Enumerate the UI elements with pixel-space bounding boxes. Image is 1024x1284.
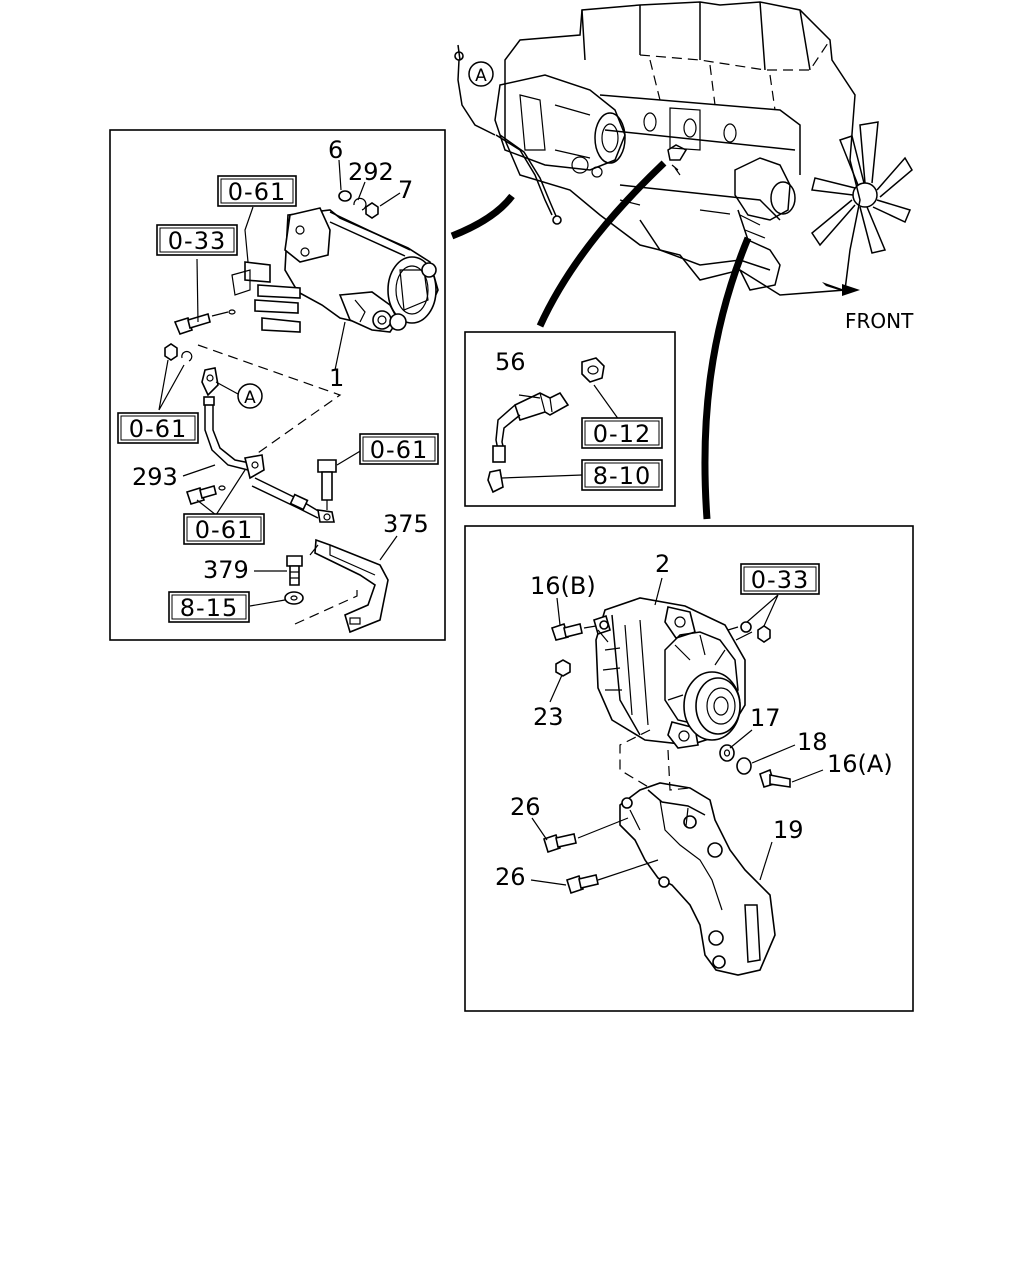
- callout-26-upper: 26: [510, 793, 541, 821]
- callout-7: 7: [398, 176, 413, 204]
- engine-overview: A FRONT: [454, 1, 914, 333]
- alternator-detail-panel: [464, 525, 914, 1012]
- ref-box-starter-061-bottom: 0-61: [183, 513, 265, 545]
- callout-16b: 16(B): [530, 572, 596, 600]
- svg-text:8-15: 8-15: [180, 594, 238, 622]
- svg-text:0-61: 0-61: [370, 436, 428, 464]
- view-marker-a: A: [475, 66, 487, 86]
- svg-text:8-10: 8-10: [593, 462, 651, 490]
- ref-box-starter-061-left: 0-61: [117, 412, 199, 444]
- callout-6: 6: [328, 136, 343, 164]
- svg-text:0-61: 0-61: [228, 178, 286, 206]
- front-label: FRONT: [845, 309, 914, 333]
- starter-detail: A 6 292 7 1 293 375 379 0-61: [117, 136, 439, 634]
- front-arrow-icon: [822, 282, 860, 296]
- svg-text:0-33: 0-33: [751, 566, 809, 594]
- callout-56: 56: [495, 348, 526, 376]
- cooling-fan-icon: [811, 121, 913, 254]
- callout-379: 379: [203, 556, 249, 584]
- callout-292: 292: [348, 158, 394, 186]
- svg-text:0-61: 0-61: [195, 516, 253, 544]
- callout-19: 19: [773, 816, 804, 844]
- leader-arc-alternator: [701, 236, 752, 520]
- callout-375: 375: [383, 510, 429, 538]
- svg-text:0-12: 0-12: [593, 420, 651, 448]
- ref-box-starter-061-top: 0-61: [217, 175, 297, 207]
- ref-box-sensor-810: 8-10: [581, 459, 663, 491]
- callout-23: 23: [533, 703, 564, 731]
- ref-box-sensor-012: 0-12: [581, 417, 663, 449]
- callout-17: 17: [750, 704, 781, 732]
- ref-box-alt-033: 0-33: [740, 563, 820, 595]
- svg-text:0-33: 0-33: [168, 227, 226, 255]
- view-marker-a-starter: A: [244, 388, 256, 408]
- callout-293: 293: [132, 463, 178, 491]
- callout-26-lower: 26: [495, 863, 526, 891]
- alternator-detail: 16(B) 2 23 17 18 16(A) 26 26 19 0-33: [495, 550, 893, 976]
- ref-box-starter-061-right: 0-61: [359, 433, 439, 465]
- leader-arc-starter: [450, 193, 515, 240]
- callout-16a: 16(A): [827, 750, 893, 778]
- sensor-detail: 56 0-12 8-10: [487, 348, 663, 494]
- callout-18: 18: [797, 728, 828, 756]
- callout-1: 1: [329, 364, 344, 392]
- starter-detail-panel: [109, 129, 446, 641]
- ref-box-starter-815: 8-15: [168, 591, 250, 623]
- svg-text:0-61: 0-61: [129, 415, 187, 443]
- ref-box-starter-033: 0-33: [156, 224, 238, 256]
- leader-arc-sensor: [536, 160, 667, 328]
- callout-2: 2: [655, 550, 670, 578]
